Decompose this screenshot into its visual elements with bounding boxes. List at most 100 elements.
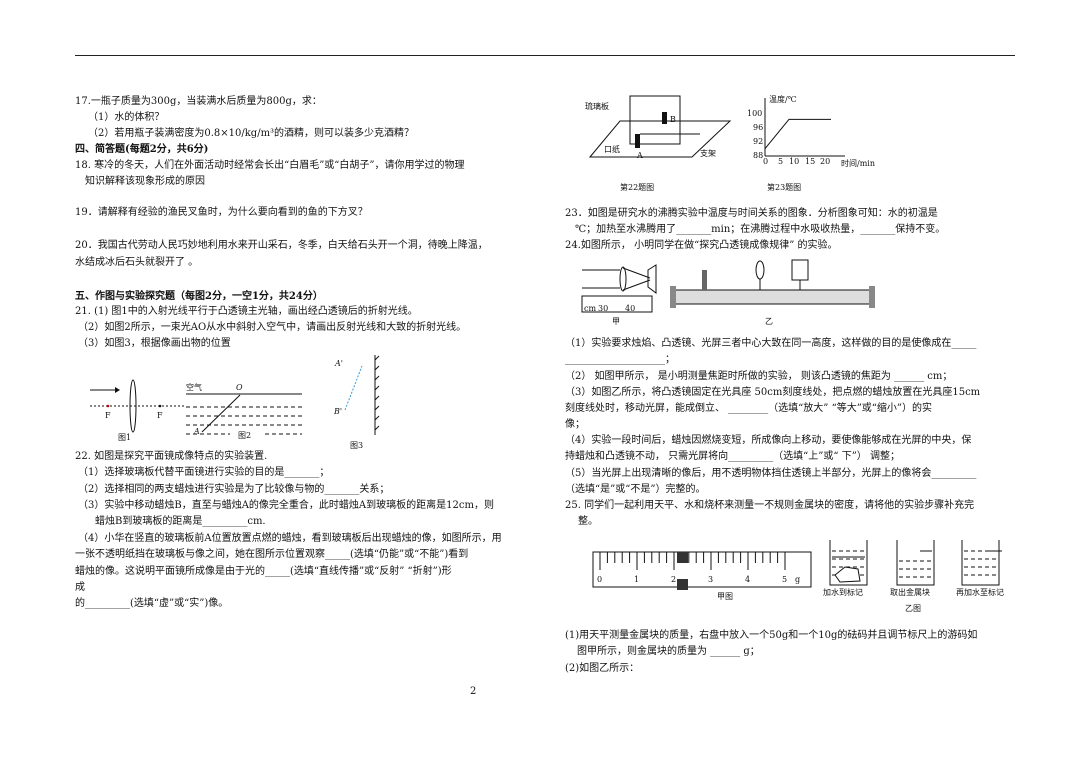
y-tick: 96 <box>753 123 763 132</box>
question-line: 像； <box>565 419 585 430</box>
question-line: (2)如图乙所示： <box>565 663 640 674</box>
page-number: 2 <box>470 686 477 697</box>
question-line: ____________________； <box>565 354 675 365</box>
question-line: （2）若用瓶子装满密度为0.8×10/kg/m³的酒精，则可以装多少克酒精？ <box>88 128 415 139</box>
question-line: (1)用天平测量金属块的质量，右盘中放入一个50g和一个10g的砝码并且调节标尺… <box>565 630 978 641</box>
question-line: 成 <box>75 582 85 593</box>
question-line: （1）选择玻璃板代替平面镜进行实验的目的是_______； <box>78 467 330 478</box>
svg-text:A: A <box>636 151 643 160</box>
question-line: （2）选择相同的两支蜡烛进行实验是为了比较像与物的_______关系； <box>78 484 390 495</box>
question-line: 21. (1) 图1中的入射光线平行于凸透镜主光轴，画出经凸透镜后的折射光线。 <box>75 306 418 317</box>
question-line: 蜡烛的像。这说明平面镜所成像是由于光的_____(选填“直线传播”或“反射” “… <box>75 566 452 577</box>
question-line: （3）如图乙所示，将凸透镜固定在光具座 50cm刻度线处，把点燃的蜡烛放置在光具… <box>565 387 981 398</box>
question-line: 25. 同学们一起利用天平、水和烧杯来测量一不规则金属块的密度，请将他的实验步骤… <box>565 500 975 511</box>
question-line: （2）如图2所示，一束光AO从水中斜射入空气中，请画出反射光线和大致的折射光线。 <box>78 322 467 333</box>
question-line: （3）实验中移动蜡烛B，直至与蜡烛A的像完全重合，此时蜡烛A到玻璃板的距离是12… <box>78 500 494 511</box>
y-tick: 100 <box>747 109 762 118</box>
x-tick: 0 <box>763 157 768 166</box>
x-tick: 20 <box>820 157 830 166</box>
question-line: （4）实验一段时间后，蜡烛因燃烧变短，所成像向上移动，要使像能够成在光屏的中央，… <box>565 435 972 446</box>
scale-tick-label: 4 <box>745 575 750 584</box>
fig1-f-left: F <box>105 411 111 420</box>
fig25-jia-label: 甲图 <box>717 592 733 601</box>
question-line: 图甲所示，则金属块的质量为 ______ g； <box>577 646 760 657</box>
svg-text:cm: cm <box>584 304 596 313</box>
svg-text:30: 30 <box>598 304 608 313</box>
svg-text:B': B' <box>333 407 342 416</box>
question-line: 24.如图所示， 小明同学在做“探究凸透镜成像规律” 的实验。 <box>565 240 838 251</box>
question-line: （2） 如图甲所示， 是小明测量焦距时所做的实验， 则该凸透镜的焦距为 ____… <box>565 371 953 382</box>
question-line: 的_________(选填“虚”或“实”)像。 <box>75 598 229 609</box>
question-line: 水结成冰后石头就裂开了 。 <box>75 257 199 268</box>
question-line: 22. 如图是探究平面镜成像特点的实验装置. <box>75 451 268 462</box>
svg-text:A': A' <box>334 359 343 368</box>
beaker-1-label: 加水到标记 <box>823 587 863 597</box>
fig23-caption: 第23题图 <box>767 182 801 192</box>
svg-text:B: B <box>670 115 676 124</box>
question-line: ℃；加热至水沸腾用了_______min；在沸腾过程中水吸收热量，_______… <box>575 224 946 235</box>
fig3-image-AB <box>344 365 363 411</box>
question-line: 18. 寒冷的冬天，人们在外面活动时经常会长出“白眉毛”或“白胡子”，请你用学过… <box>75 160 465 171</box>
figure-22: 琉璃板 口纸 支架 A B 第22题图 <box>585 95 732 192</box>
question-line: 17.一瓶子质量为300g，当装满水后质量为800g，求： <box>75 96 322 107</box>
metal-block <box>834 566 861 583</box>
question-line: 19．请解释有经验的渔民叉鱼时，为什么要向看到的鱼的下方叉？ <box>75 207 368 218</box>
fig22-caption: 第22题图 <box>620 182 654 192</box>
fig1-caption: 图1 <box>118 433 131 442</box>
question-line: 知识解释该现象形成的原因 <box>85 176 205 187</box>
scale-tick-label: 0 <box>597 575 602 584</box>
stand-label: 支架 <box>700 148 716 158</box>
fig1-lens <box>129 379 137 433</box>
figure-21: F F 图1 空气 O A 图2 A' B' 图3 <box>90 355 380 450</box>
svg-text:O: O <box>236 383 243 392</box>
x-tick: 15 <box>805 157 815 166</box>
svg-text:40: 40 <box>625 304 635 313</box>
question-line: （4）小华在竖直的玻璃板前A位置放置点燃的蜡烛，看到玻璃板后出现蜡烛的像，如图所… <box>78 533 502 544</box>
x-axis-label: 时间/min <box>841 158 875 168</box>
question-line: （1）实验要求烛焰、凸透镜、光屏三者中心大致在同一高度，这样做的目的是使像成在_… <box>565 338 977 349</box>
y-tick: 92 <box>753 137 763 146</box>
scale-tick-label: 5 <box>782 575 787 584</box>
x-tick: 5 <box>778 157 783 166</box>
scale-tick-label: 3 <box>708 575 713 584</box>
beaker-2-label: 取出金属块 <box>890 587 930 597</box>
fig2-ray-AO <box>201 394 241 433</box>
fig25-yi-label: 乙图 <box>905 604 921 613</box>
fig24-yi-label: 乙 <box>765 317 773 326</box>
fig3-caption: 图3 <box>350 441 363 450</box>
question-line: 持蜡烛和凸透镜不动， 只需光屏将向_________（选填“上”或“ 下”） 调… <box>565 451 900 462</box>
x-tick: 10 <box>789 157 799 166</box>
question-line: 一张不透明纸挡在玻璃板与像之间，她在图所示位置观察_____(选填“仍能”或“不… <box>75 549 469 560</box>
section-heading: 五、作图与实验探究题（每图2分，一空1分，共24分） <box>75 291 323 302</box>
temperature-line <box>764 118 831 149</box>
fig2-caption: 图2 <box>238 431 251 440</box>
question-line: 23．如图是研究水的沸腾实验中温度与时间关系的图象．分析图象可知：水的初温是 <box>565 208 938 219</box>
optical-bench <box>674 289 871 305</box>
question-line: 20．我国古代劳动人民巧妙地利用水来开山采石，冬季，白天给石头开一个洞，待晚上降… <box>75 240 488 251</box>
scale-tick-label: 2 <box>671 575 676 584</box>
question-line: （5）当光屏上出现清晰的像后，用不透明物体挡住透镜上半部分，光屏上的像将会___… <box>565 468 977 479</box>
fig24-jia-label: 甲 <box>612 317 620 326</box>
question-line: （1）水的体积？ <box>88 112 165 123</box>
glass-label: 琉璃板 <box>585 101 609 111</box>
beaker-3-label: 再加水至标记 <box>956 587 1004 597</box>
scale-unit: g <box>795 575 800 584</box>
paper-label: 口纸 <box>604 144 620 154</box>
ruler-jia <box>581 295 653 313</box>
question-line: 蜡烛B到玻璃板的距离是_________cm. <box>95 516 266 527</box>
question-line: 整。 <box>578 516 598 527</box>
y-tick: 88 <box>753 151 763 160</box>
fig1-f-right: F <box>157 411 163 420</box>
figure-23-chart: 温度/℃ 时间/min 100 96 92 88 0 5 10 15 20 第2… <box>747 94 875 192</box>
svg-text:A: A <box>193 427 200 436</box>
question-line: （3）如图3，根据像画出物的位置 <box>78 338 231 349</box>
rider-bottom <box>677 579 688 590</box>
question-line: （选填“是”或“不是”）完整的。 <box>565 484 706 495</box>
question-line: 刻度线处时，移动光屏，能成倒立、 ________（选填“放大” “等大”或“缩… <box>565 403 933 414</box>
rider-top <box>677 552 688 563</box>
section-heading: 四、简答题(每题2分，共6分) <box>75 144 209 155</box>
balance-scale <box>592 551 812 588</box>
